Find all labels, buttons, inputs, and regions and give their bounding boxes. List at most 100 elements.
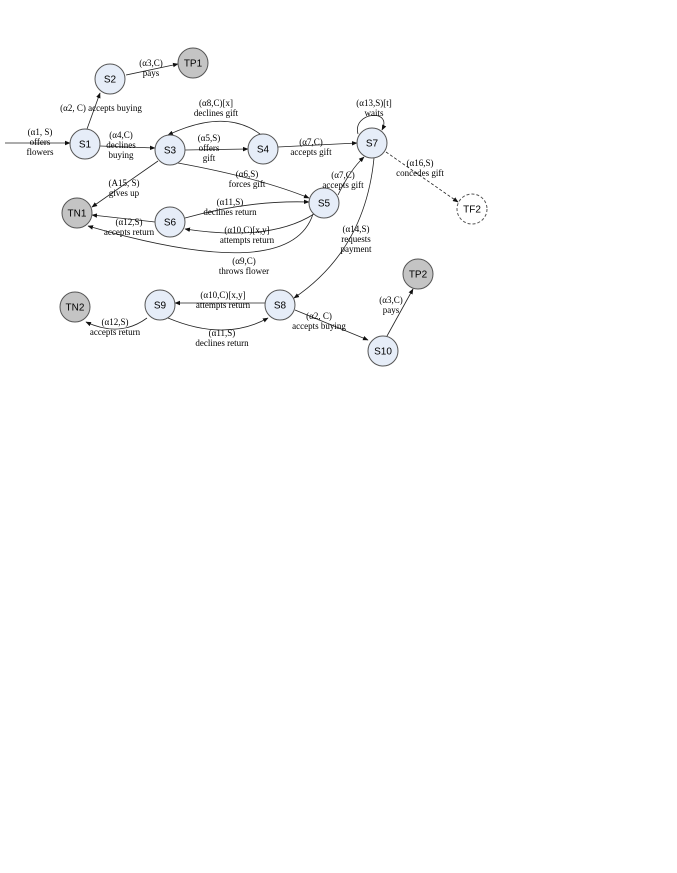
node-circle	[144, 289, 176, 321]
edge-label-s2-tp1: (α3,C)pays	[139, 58, 162, 78]
edge-label-line: gift	[203, 153, 216, 163]
edge-label-line: (α3,C)	[139, 58, 162, 68]
node-tn2: TN2	[59, 291, 91, 323]
edge-label-line: declines gift	[194, 108, 239, 118]
edge-label-s5-s6: (α10,C)[x,y]attempts return	[220, 225, 275, 245]
edge-s6-s5	[184, 199, 310, 219]
node-s7: S7	[356, 127, 388, 159]
edge-label-line: concedes gift	[396, 168, 444, 178]
edge-label-line: declines	[106, 140, 136, 150]
edge-label-line: accepts return	[90, 327, 141, 337]
edge-label-s9-tn2: (α12,S)accepts return	[90, 317, 141, 337]
edge-s4-s7	[277, 141, 358, 148]
node-label: TF2	[463, 205, 481, 216]
node-s8: S8	[264, 289, 296, 321]
node-tf2: TF2	[456, 193, 488, 225]
edge-label-line: throws flower	[219, 266, 269, 276]
node-s2: S2	[94, 63, 126, 95]
edge-label-line: accepts buying	[292, 321, 346, 331]
edge-layer	[5, 62, 459, 341]
node-label: S8	[274, 301, 287, 312]
edge-label-line: (α8,C)[x]	[199, 98, 233, 108]
edge-label-s5-s7: (α7,C)accepts gift	[322, 170, 364, 190]
node-circle	[61, 197, 93, 229]
node-s10: S10	[367, 335, 399, 367]
edge-label-line: attempts return	[196, 300, 251, 310]
edge-s7-self	[357, 115, 387, 135]
edge-label-s6-s5: (α11,S)declines return	[203, 197, 257, 217]
edge-label-line: (α7,C)	[299, 137, 322, 147]
edge-label-line: (α12,S)	[102, 317, 129, 327]
node-tn1: TN1	[61, 197, 93, 229]
edge-label-line: (α10,C)[x,y]	[224, 225, 269, 235]
edge-label-line: declines return	[195, 338, 249, 348]
edge-label-line: attempts return	[220, 235, 275, 245]
edge-label-line: flowers	[27, 147, 54, 157]
edge-label-s7-self: (α13,S)[t]waits	[356, 98, 391, 118]
node-s6: S6	[154, 206, 186, 238]
edge-s9-s8	[167, 317, 269, 331]
node-label: S4	[257, 145, 270, 156]
edge-s8-s10	[294, 309, 369, 341]
edge-label-line: (α1, S)	[28, 127, 53, 137]
edge-label-s1-s2: (α2, C) accepts buying	[60, 103, 142, 113]
edge-label-line: payment	[341, 244, 372, 254]
edge-label-s4-s3: (α8,C)[x]declines gift	[194, 98, 239, 118]
edge-label-s6-tn1: (α12,S)accepts return	[104, 217, 155, 237]
node-s3: S3	[154, 134, 186, 166]
edge-label-s3-s5: (α6,S)forces gift	[229, 169, 266, 189]
node-circle	[264, 289, 296, 321]
node-s9: S9	[144, 289, 176, 321]
edge-label-line: (α14,S)	[343, 224, 370, 234]
edge-label-line: (α11,S)	[217, 197, 244, 207]
node-label: TP1	[184, 59, 203, 70]
edge-label-line: accepts gift	[322, 180, 364, 190]
node-label: S2	[104, 75, 117, 86]
node-s1: S1	[69, 128, 101, 160]
edge-s1-s3	[99, 145, 156, 151]
edge-label-line: (α12,S)	[116, 217, 143, 227]
node-circle	[69, 128, 101, 160]
edge-s1-s2	[86, 92, 101, 130]
node-s5: S5	[308, 187, 340, 219]
edge-label-line: (α3,C)	[379, 295, 402, 305]
node-circle	[154, 134, 186, 166]
edge-s5-tn1	[87, 213, 314, 254]
edge-s5-s7	[337, 156, 365, 196]
node-s4: S4	[247, 133, 279, 165]
edge-label-line: forces gift	[229, 179, 266, 189]
node-circle	[456, 193, 488, 225]
edge-label-line: gives up	[109, 188, 140, 198]
edge-s10-tp2	[386, 288, 414, 337]
edge-label-line: (α4,C)	[109, 130, 132, 140]
node-circle	[59, 291, 91, 323]
edge-s5-s6	[184, 213, 315, 234]
node-label: S7	[366, 139, 379, 150]
edge-label-line: (α2, C)	[306, 311, 332, 321]
node-label: S9	[154, 301, 167, 312]
edge-s6-tn1	[91, 213, 156, 223]
edge-label-s8-s10: (α2, C)accepts buying	[292, 311, 346, 331]
node-circle	[177, 47, 209, 79]
node-label: S6	[164, 218, 177, 229]
edge-label-s4-s7: (α7,C)accepts gift	[290, 137, 332, 157]
edge-label-line: offers	[199, 143, 220, 153]
edge-s3-tn1	[91, 160, 159, 208]
edge-label-line: (α9,C)	[232, 256, 255, 266]
edge-label-line: requests	[341, 234, 371, 244]
node-label: S10	[374, 347, 392, 358]
edge-label-line: waits	[365, 108, 384, 118]
edge-label-line: accepts return	[104, 227, 155, 237]
edge-label-line: (α5,S)	[198, 133, 220, 143]
edge-label-line: (α10,C)[x,y]	[200, 290, 245, 300]
edge-label-line: declines return	[203, 207, 257, 217]
node-circle	[367, 335, 399, 367]
node-label: TN1	[68, 209, 87, 220]
edge-label-line: (α7,C)	[331, 170, 354, 180]
edge-label-line: (A15, S)	[109, 178, 140, 188]
